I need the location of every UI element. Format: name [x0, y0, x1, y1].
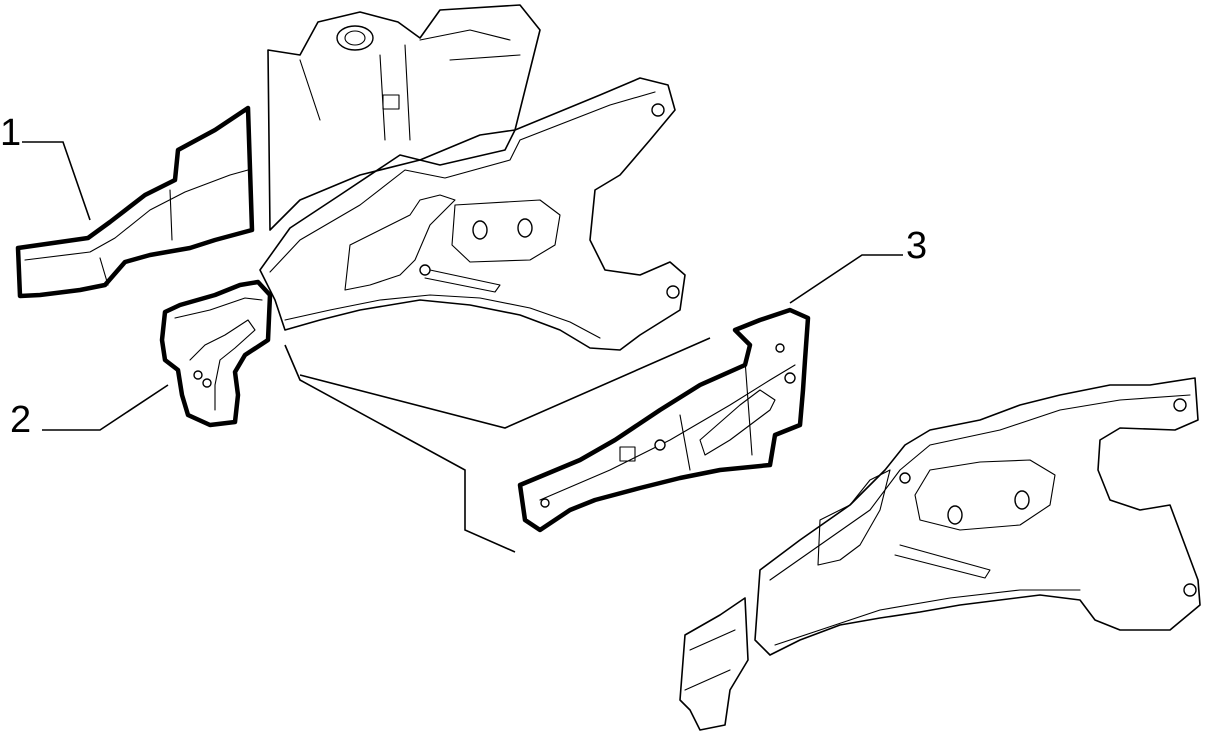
- callout-3-label: 3: [906, 225, 927, 267]
- part-3: [517, 307, 811, 533]
- callout-2-label: 2: [10, 399, 31, 441]
- part-1: [15, 105, 255, 299]
- callout-leaders: [22, 141, 903, 431]
- part-2: [159, 279, 273, 428]
- connector-lines: [284, 337, 711, 553]
- main-assembly: [259, 4, 686, 351]
- lower-right-assembly: [679, 377, 1201, 731]
- callout-1-label: 1: [0, 112, 21, 154]
